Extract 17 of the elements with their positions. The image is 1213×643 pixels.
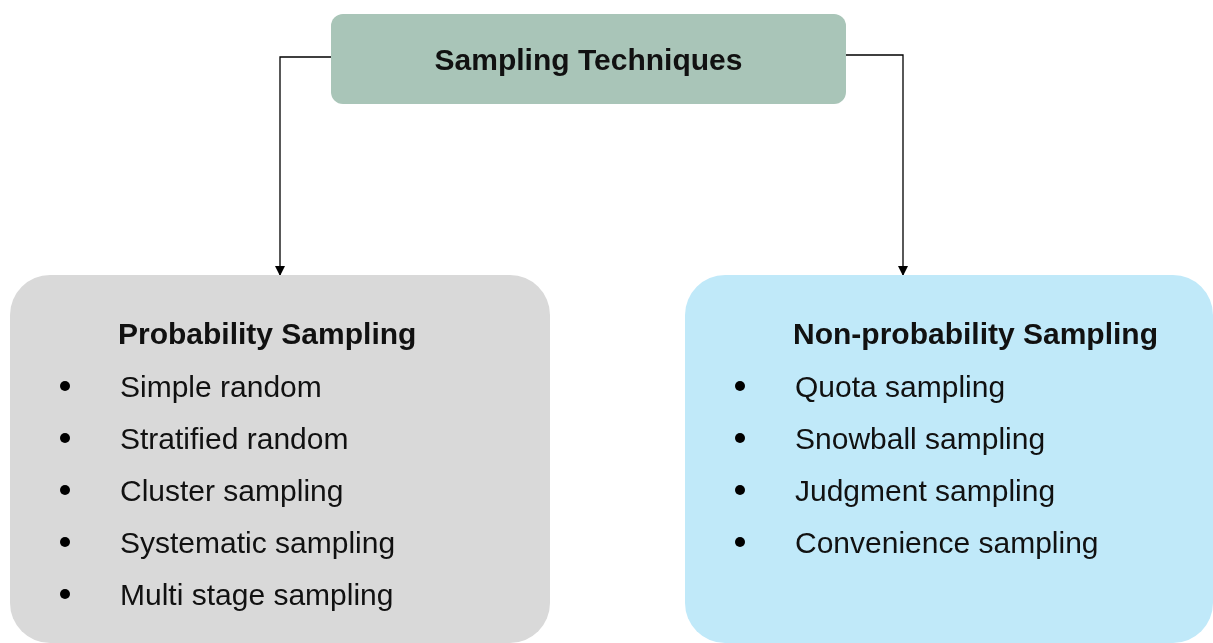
connector-arrow bbox=[845, 54, 908, 276]
list-item: Cluster sampling bbox=[120, 472, 344, 509]
list-item: Multi stage sampling bbox=[120, 576, 394, 613]
title-box bbox=[331, 14, 846, 104]
list-item: Systematic sampling bbox=[120, 524, 396, 561]
list-item: Simple random bbox=[120, 368, 322, 405]
list-item: Judgment sampling bbox=[795, 472, 1056, 509]
list-item: Snowball sampling bbox=[795, 420, 1046, 457]
box-heading: Non-probability Sampling bbox=[793, 316, 1159, 352]
box-heading: Probability Sampling bbox=[118, 316, 418, 352]
category-box bbox=[685, 275, 1213, 643]
box-heading: Sampling Techniques bbox=[434, 41, 743, 78]
category-box bbox=[10, 275, 550, 643]
list-item: Quota sampling bbox=[795, 368, 1006, 405]
connector-arrow bbox=[275, 56, 332, 276]
list-item: Convenience sampling bbox=[795, 524, 1099, 561]
list-item: Stratified random bbox=[120, 420, 349, 457]
